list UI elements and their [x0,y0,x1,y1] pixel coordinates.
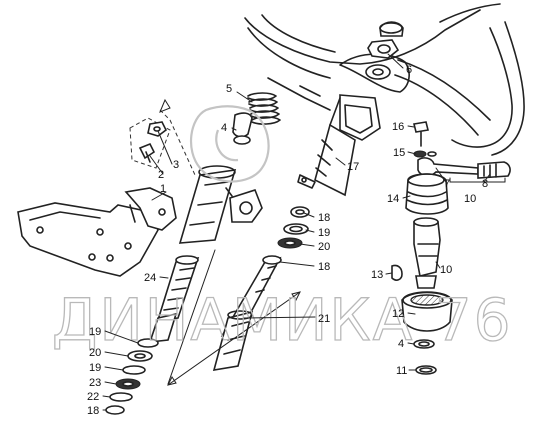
steering-wheel [244,3,525,156]
watermark-logo [189,105,270,183]
callout-18-middle: 18 [318,261,330,273]
callout-19-lower-a: 19 [89,326,101,338]
callout-16: 16 [392,121,404,133]
watermark: ДИНАМИКА 76 [51,105,513,355]
callouts: 1 2 3 4 5 6 16 15 17 7 8 14 10 18 19 20 … [87,53,491,417]
callout-4: 4 [221,122,227,134]
callout-10-upper: 10 [464,193,476,205]
callout-2: 2 [158,169,164,181]
bolt-16 [413,121,429,147]
ball-joint-15 [413,150,437,158]
callout-20-upper: 20 [318,241,330,253]
callout-19-lower-b: 19 [89,362,101,374]
callout-19-upper: 19 [318,227,330,239]
callout-15: 15 [393,147,405,159]
callout-4-right: 4 [398,338,404,350]
bearing-housing-12 [401,291,453,332]
callout-10-lower: 10 [440,264,452,276]
callout-20-lower: 20 [89,347,101,359]
horn-button-nut [367,21,404,59]
callout-13: 13 [371,269,383,281]
steering-column-upper-housing [267,77,381,197]
callout-14: 14 [387,193,399,205]
callout-22: 22 [87,391,99,403]
column-clamp [225,187,263,223]
callout-21: 21 [318,313,330,325]
callout-5: 5 [226,83,232,95]
callout-17: 17 [347,161,359,173]
washer-stack-upper [277,206,310,249]
callout-1: 1 [160,183,166,195]
callout-3: 3 [173,159,179,171]
steering-shaft-lower [212,255,282,371]
steering-gear-shaft-10 [413,217,441,289]
tie-rod-7-8 [417,157,511,183]
callout-11: 11 [396,365,407,377]
key-13 [391,264,403,281]
callout-6: 6 [406,64,412,76]
circlip-11 [415,365,437,375]
washer-stack-lower [105,338,159,415]
column-tube-and-spring [178,92,281,244]
spring-coils [247,92,281,125]
steering-gear-housing-14 [405,173,449,215]
callout-24: 24 [144,272,156,284]
splined-shaft [148,255,200,343]
mounting-bracket [17,187,177,277]
callout-23: 23 [89,377,101,389]
callout-8: 8 [482,178,488,190]
callout-12: 12 [392,308,404,320]
assembly-guide-lines [159,98,301,386]
callout-18-lower: 18 [87,405,99,417]
bolt-and-nut-2-3 [129,117,171,169]
watermark-text: ДИНАМИКА 76 [52,286,513,354]
callout-18-upper: 18 [318,212,330,224]
callout-7: 7 [444,178,450,190]
